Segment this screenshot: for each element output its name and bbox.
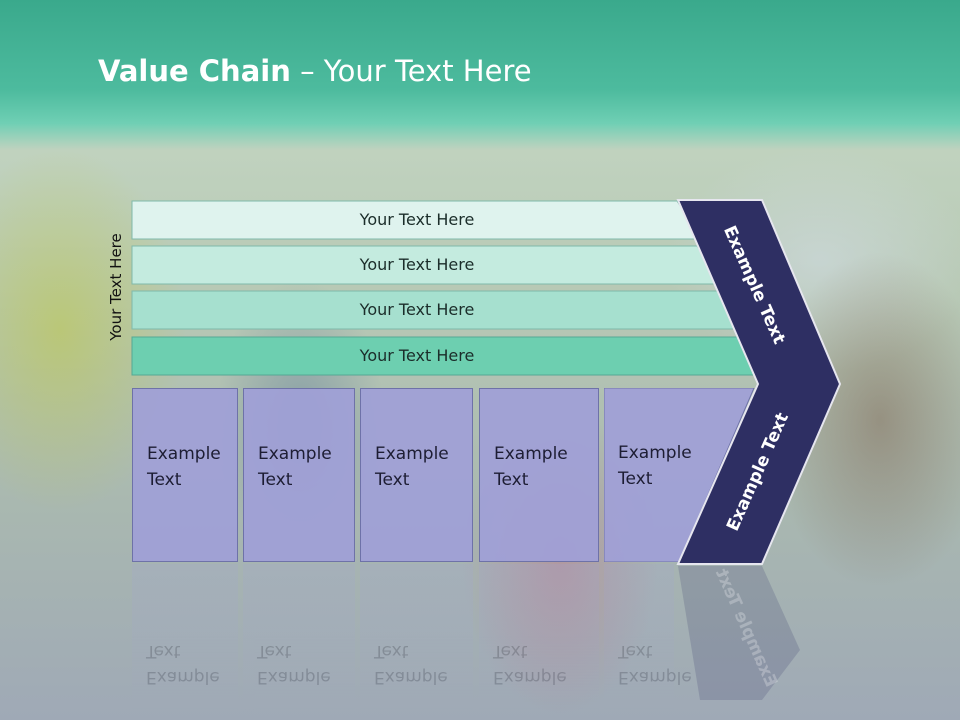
band-2-label: Your Text Here: [359, 255, 475, 274]
title-bold: Value Chain: [98, 54, 291, 88]
column-5-shape: [604, 388, 755, 562]
band-3-label: Your Text Here: [359, 300, 475, 319]
column-2-reflection: Example Text: [243, 564, 355, 714]
column-1-label: Example Text: [147, 444, 221, 490]
band-1-label: Your Text Here: [359, 210, 475, 229]
column-3-reflection: Example Text: [360, 564, 473, 714]
header-band: [0, 0, 960, 150]
column-2-reflection-label: Example Text: [257, 641, 331, 687]
column-5-reflection: Example Text: [604, 564, 692, 714]
band-4-label: Your Text Here: [359, 346, 475, 365]
column-4: Example Text: [479, 388, 599, 562]
title-rest: – Your Text Here: [290, 54, 532, 88]
column-2-label: Example Text: [258, 444, 332, 490]
column-3-label: Example Text: [375, 444, 449, 490]
column-4-reflection-label: Example Text: [493, 641, 567, 687]
column-5-label: Example Text: [618, 443, 692, 489]
column-1: Example Text: [132, 388, 238, 562]
column-5: Example Text: [604, 388, 755, 562]
column-3-reflection-label: Example Text: [374, 641, 448, 687]
column-4-reflection: Example Text: [479, 564, 599, 714]
column-2: Example Text: [243, 388, 355, 562]
column-1-reflection: Example Text: [132, 564, 238, 714]
column-3: Example Text: [360, 388, 473, 562]
column-4-label: Example Text: [494, 444, 568, 490]
column-1-reflection-label: Example Text: [146, 641, 220, 687]
slide-title: Value Chain – Your Text Here: [98, 54, 532, 88]
column-5-reflection-label: Example Text: [618, 641, 692, 687]
